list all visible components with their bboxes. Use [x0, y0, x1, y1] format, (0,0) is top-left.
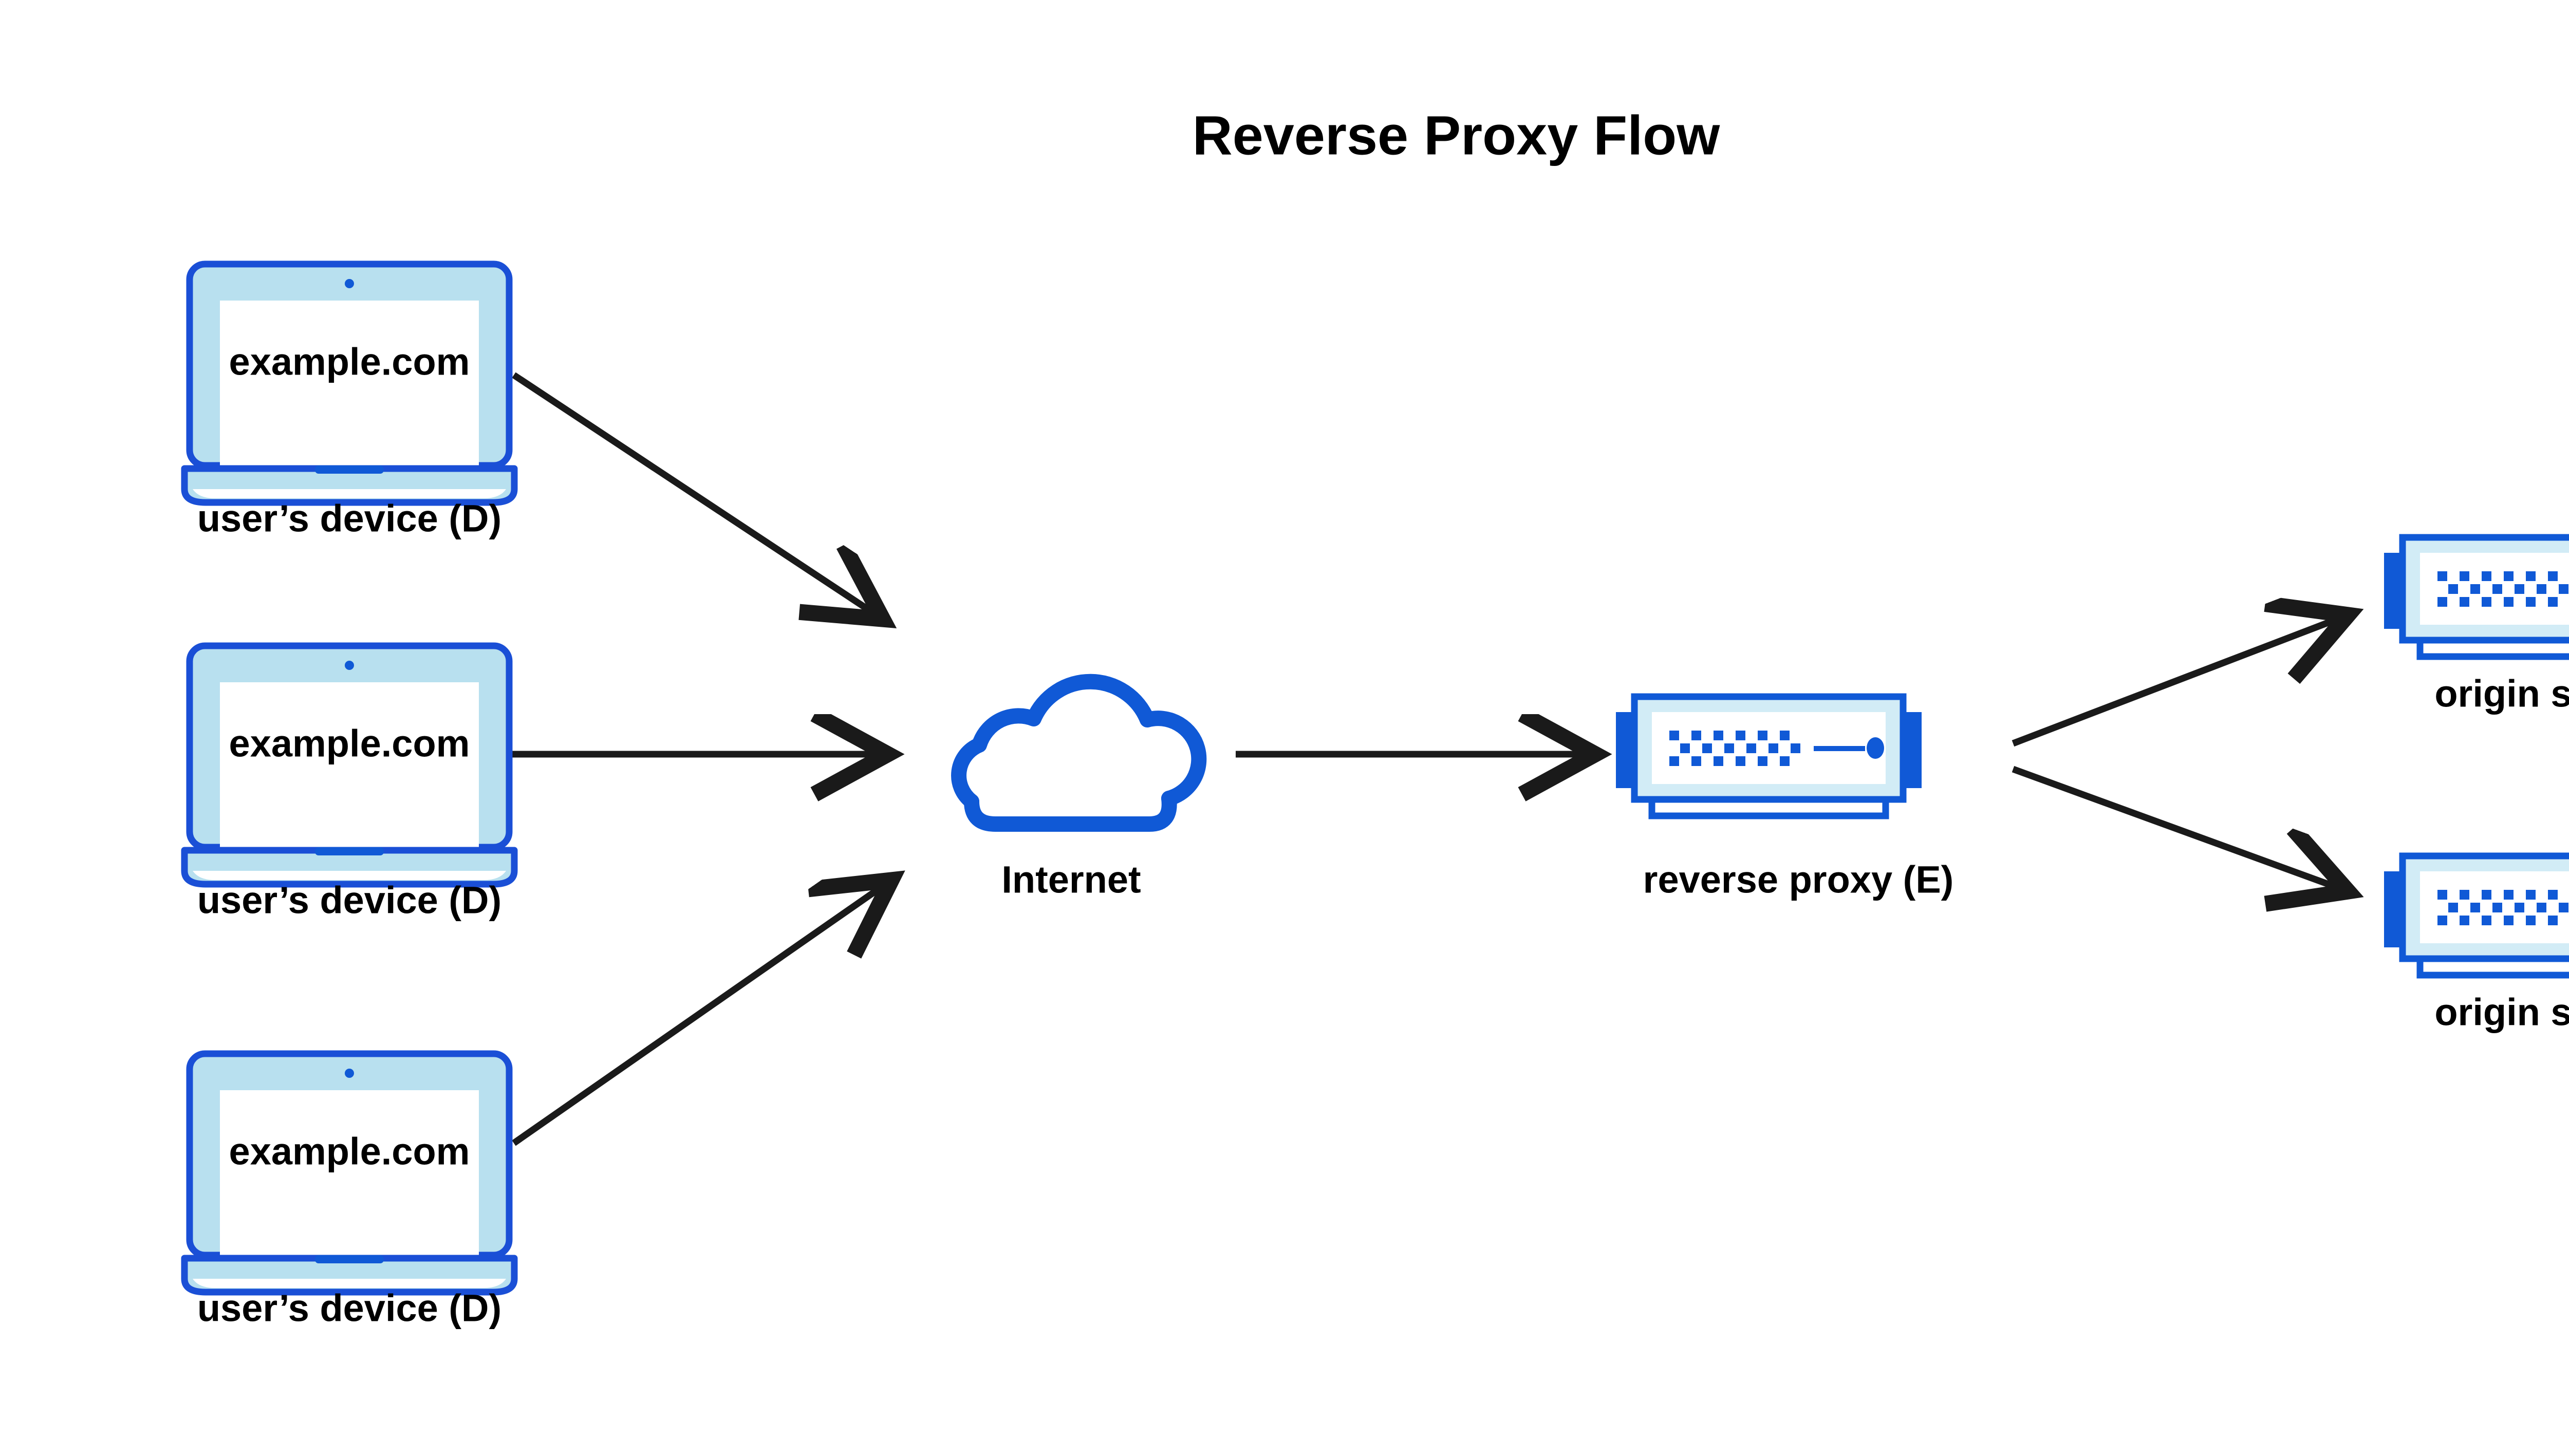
- reverse-proxy-label: reverse proxy (E): [1643, 858, 1954, 901]
- client-bottom-label: user’s device (D): [197, 1287, 501, 1330]
- node-internet[interactable]: Internet: [952, 680, 1207, 901]
- node-origin-top[interactable]: origin server (F): [2384, 537, 2569, 715]
- flow-arrows-layer: [511, 372, 2348, 1146]
- server-icon: [1616, 697, 1922, 816]
- client-middle-label: user’s device (D): [197, 879, 501, 922]
- node-client-middle[interactable]: example.com user’s device (D): [184, 646, 514, 922]
- server-icon: [2384, 537, 2569, 657]
- client-middle-screen-text: example.com: [229, 722, 470, 765]
- flow-proxy-to-origin-top: [2012, 615, 2348, 747]
- client-top-screen-text: example.com: [229, 341, 470, 383]
- laptop-icon: [184, 1054, 514, 1292]
- flow-proxy-to-origin-bottom: [2012, 766, 2348, 891]
- flow-client-bottom-to-internet: [512, 880, 891, 1146]
- node-origin-bottom[interactable]: origin server (F): [2384, 856, 2569, 1034]
- internet-label: Internet: [1001, 858, 1141, 901]
- node-reverse-proxy[interactable]: reverse proxy (E): [1616, 697, 1953, 901]
- client-top-label: user’s device (D): [197, 497, 501, 540]
- server-icon: [2384, 856, 2569, 975]
- client-bottom-screen-text: example.com: [229, 1130, 470, 1173]
- page-title: Reverse Proxy Flow: [1193, 104, 1720, 166]
- node-client-top[interactable]: example.com user’s device (D): [184, 264, 514, 540]
- node-client-bottom[interactable]: example.com user’s device (D): [184, 1054, 514, 1330]
- laptop-icon: [184, 264, 514, 502]
- origin-top-label: origin server (F): [2434, 673, 2569, 715]
- flow-client-top-to-internet: [512, 372, 883, 619]
- laptop-icon: [184, 646, 514, 884]
- origin-bottom-label: origin server (F): [2434, 991, 2569, 1034]
